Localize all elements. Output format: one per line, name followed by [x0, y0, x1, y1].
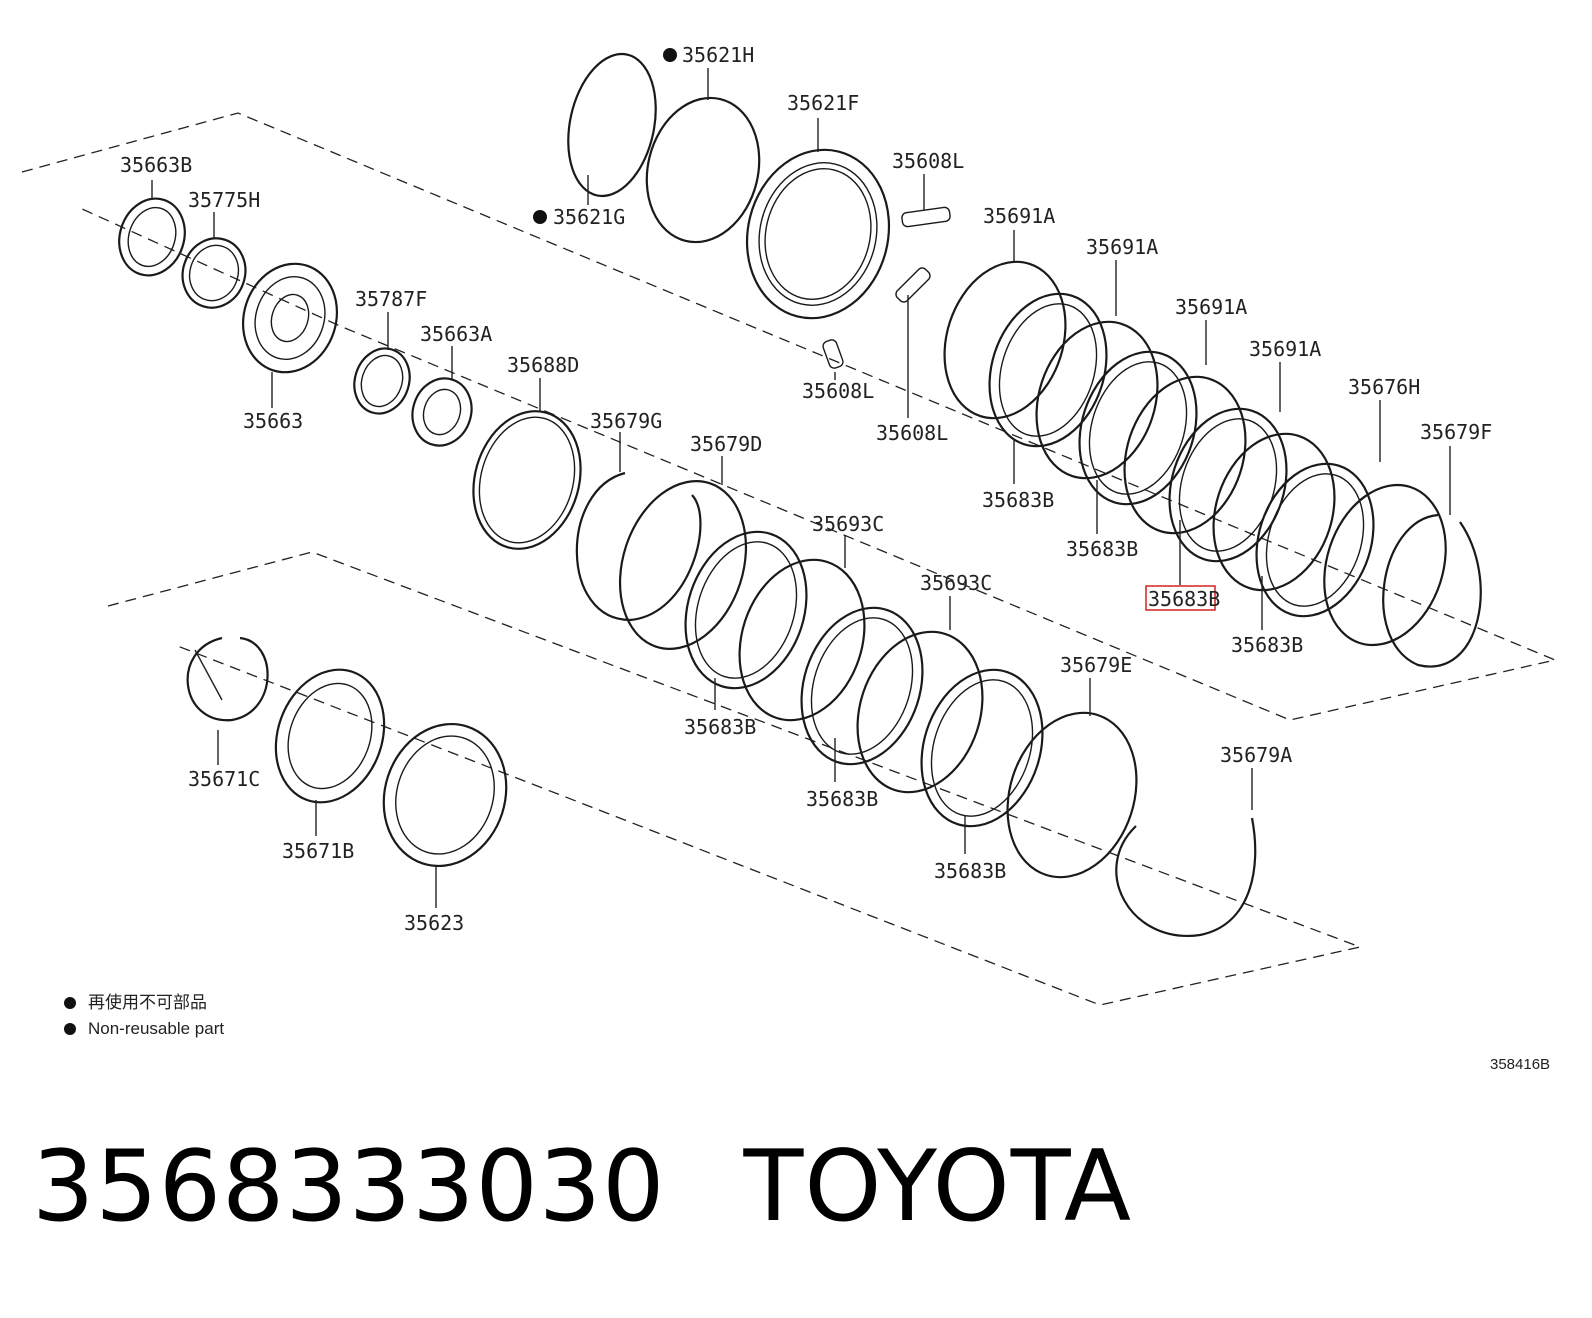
non-reusable-marker [663, 48, 677, 62]
label-35671C: 35671C [188, 767, 260, 791]
leader-lines [151, 68, 1451, 908]
label-35608L: 35608L [892, 149, 964, 173]
label-35683B: 35683B [934, 859, 1006, 883]
label-35663A: 35663A [420, 322, 492, 346]
label-35608L: 35608L [876, 421, 948, 445]
caption: 3568333030 TOYOTA [32, 1130, 1132, 1244]
label-35679D: 35679D [690, 432, 762, 456]
label-35676H: 35676H [1348, 375, 1420, 399]
label-35679E: 35679E [1060, 653, 1132, 677]
assembly-boundaries [21, 112, 1558, 1006]
label-35663: 35663 [243, 409, 303, 433]
part-number: 3568333030 [32, 1130, 666, 1244]
part-labels: 35621H 35621G 35621F 35608L 35608L 35608… [120, 43, 1492, 935]
legend: 再使用不可部品 Non-reusable part [64, 990, 224, 1042]
legend-text-jp: 再使用不可部品 [88, 993, 207, 1012]
label-35683B: 35683B [1231, 633, 1303, 657]
label-35623: 35623 [404, 911, 464, 935]
legend-row-jp: 再使用不可部品 [64, 990, 224, 1016]
non-reusable-bullet-icon [64, 1023, 76, 1035]
label-35683B-highlighted[interactable]: 35683B [1148, 587, 1220, 611]
label-35608L: 35608L [802, 379, 874, 403]
label-35775H: 35775H [188, 188, 260, 212]
parts-drawing [118, 52, 1482, 937]
label-35621G: 35621G [553, 205, 625, 229]
legend-row-en: Non-reusable part [64, 1016, 224, 1042]
non-reusable-marker [533, 210, 547, 224]
label-35691A: 35691A [1175, 295, 1247, 319]
label-35688D: 35688D [507, 353, 579, 377]
label-35671B: 35671B [282, 839, 354, 863]
label-35679A: 35679A [1220, 743, 1292, 767]
label-35679G: 35679G [590, 409, 662, 433]
label-35683B: 35683B [806, 787, 878, 811]
non-reusable-bullet-icon [64, 997, 76, 1009]
label-35691A: 35691A [1249, 337, 1321, 361]
label-35679F: 35679F [1420, 420, 1492, 444]
label-35621F: 35621F [787, 91, 859, 115]
label-35691A: 35691A [983, 204, 1055, 228]
label-35621H: 35621H [682, 43, 754, 67]
highlight-box [1145, 585, 1216, 611]
legend-text-en: Non-reusable part [88, 1019, 225, 1038]
brand-name: TOYOTA [743, 1130, 1133, 1244]
label-35693C: 35693C [920, 571, 992, 595]
label-35663B: 35663B [120, 153, 192, 177]
label-35787F: 35787F [355, 287, 427, 311]
figure-code: 358416B [1490, 1056, 1551, 1073]
label-35683B: 35683B [1066, 537, 1138, 561]
label-35683B: 35683B [982, 488, 1054, 512]
label-35693C: 35693C [812, 512, 884, 536]
label-35683B: 35683B [684, 715, 756, 739]
label-35691A: 35691A [1086, 235, 1158, 259]
